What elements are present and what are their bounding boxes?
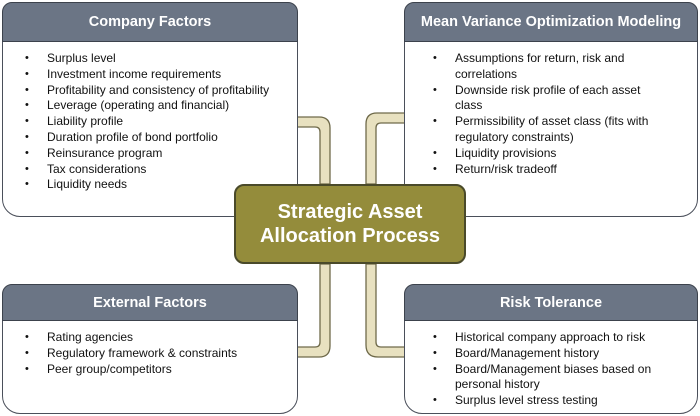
list-item: Peer group/competitors <box>23 362 273 378</box>
center-title-line-2: Allocation Process <box>259 225 441 247</box>
risk-tolerance-title: Risk Tolerance <box>404 284 698 321</box>
list-item: Liability profile <box>23 114 273 130</box>
list-item: Profitability and consistency of profita… <box>23 83 273 99</box>
list-item: Surplus level <box>23 51 273 67</box>
external-factors-box: Rating agencies Regulatory framework & c… <box>2 319 298 414</box>
list-item: Reinsurance program <box>23 146 273 162</box>
list-item: Rating agencies <box>23 330 273 346</box>
external-factors-list: Rating agencies Regulatory framework & c… <box>23 330 273 377</box>
list-item: Board/Management biases based on persona… <box>431 362 681 394</box>
list-item: Downside risk profile of each asset clas… <box>431 83 671 115</box>
list-item: Assumptions for return, risk and correla… <box>431 51 671 83</box>
list-item: Board/Management history <box>431 346 681 362</box>
list-item: Surplus level stress testing <box>431 393 681 409</box>
strategic-asset-allocation-node: Strategic Asset Allocation Process <box>234 184 466 264</box>
external-factors-title: External Factors <box>2 284 298 321</box>
company-factors-list: Surplus level Investment income requirem… <box>23 51 273 193</box>
list-item: Historical company approach to risk <box>431 330 681 346</box>
mean-variance-title: Mean Variance Optimization Modeling <box>404 2 698 42</box>
mean-variance-list: Assumptions for return, risk and correla… <box>431 51 671 177</box>
list-item: Tax considerations <box>23 162 273 178</box>
risk-tolerance-list: Historical company approach to risk Boar… <box>431 330 681 409</box>
risk-tolerance-box: Historical company approach to risk Boar… <box>404 319 698 414</box>
list-item: Investment income requirements <box>23 67 273 83</box>
company-factors-title: Company Factors <box>2 2 298 42</box>
list-item: Regulatory framework & constraints <box>23 346 273 362</box>
center-title-line-1: Strategic Asset <box>277 201 423 223</box>
list-item: Liquidity provisions <box>431 146 671 162</box>
list-item: Return/risk tradeoff <box>431 162 671 178</box>
list-item: Duration profile of bond portfolio <box>23 130 273 146</box>
list-item: Liquidity needs <box>23 177 273 193</box>
list-item: Leverage (operating and financial) <box>23 98 273 114</box>
list-item: Permissibility of asset class (fits with… <box>431 114 671 146</box>
